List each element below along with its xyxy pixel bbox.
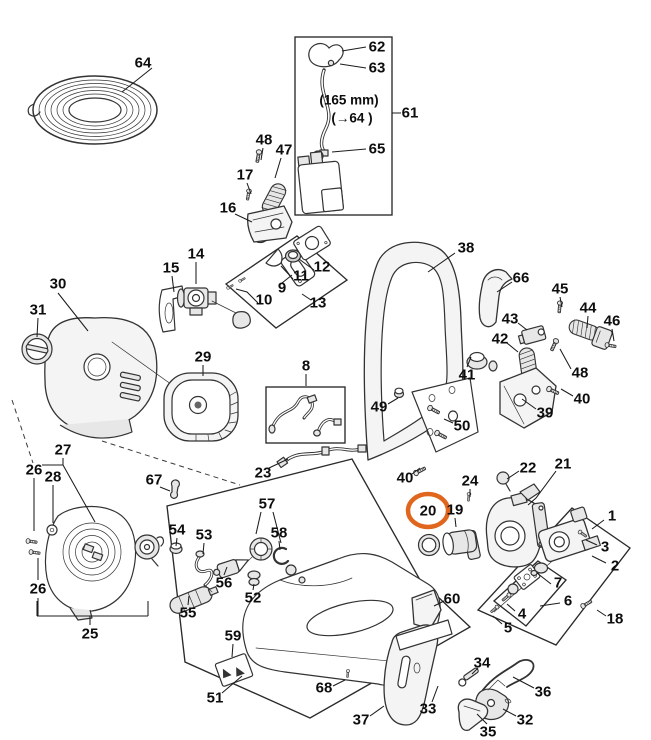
carburetor-1	[537, 506, 601, 562]
screw-5	[489, 603, 500, 614]
valve-56	[213, 559, 250, 579]
handlebar-38	[363, 241, 479, 477]
hose-53	[195, 555, 213, 586]
screw-26	[28, 548, 41, 557]
fuel-filter-55	[169, 586, 219, 614]
leader-lines	[33, 46, 615, 725]
screw-17	[244, 188, 253, 201]
washer-28	[46, 524, 58, 536]
hose-kit-box-8	[268, 394, 342, 437]
carb-gasket-box-13	[225, 225, 331, 291]
screw-10	[237, 276, 247, 284]
trigger-lever-35	[457, 698, 489, 732]
retainer-58	[272, 546, 290, 565]
intake-rings-group	[405, 491, 478, 557]
bar-mount-plate	[411, 377, 479, 453]
nipple-63	[327, 59, 335, 67]
engine-cover-group-30-31	[21, 317, 158, 439]
intake-boot-group	[244, 148, 293, 244]
fuel-line-coil-64	[27, 75, 158, 145]
cone-11	[265, 248, 283, 267]
fuel-hose-23	[276, 444, 367, 469]
screw-48	[548, 337, 560, 353]
choke-boot	[232, 311, 251, 329]
manifold-16	[246, 205, 293, 243]
air-filter-29	[111, 341, 239, 442]
rear-handle-33	[383, 624, 439, 726]
screw-40	[412, 465, 427, 477]
screw-48	[254, 148, 263, 164]
spacer-flange	[293, 225, 331, 261]
throttle-body-group-21	[463, 471, 551, 568]
throttle-rod-36	[479, 658, 535, 695]
screw-26	[25, 537, 38, 546]
label-plate-59	[214, 653, 254, 687]
knob-22	[496, 471, 510, 485]
ignition-module	[297, 151, 345, 215]
pin-34	[458, 667, 479, 687]
carburetor-group-14-15	[158, 285, 251, 333]
rear-handle-group	[383, 589, 535, 732]
av-mount-group-right	[466, 269, 617, 429]
highlight-ring	[405, 491, 451, 530]
dashed-lines	[11, 399, 241, 486]
screw-18	[579, 598, 594, 610]
primer-hose-module-group-61	[297, 43, 345, 215]
grommet-52	[247, 570, 261, 580]
bracket-39	[499, 367, 557, 429]
pump-knob-6	[507, 583, 519, 595]
mount-43	[517, 325, 547, 345]
primer-bulb-62	[308, 43, 344, 68]
starter-group-25	[25, 479, 181, 621]
grommet-67	[169, 479, 181, 499]
sleeve-19	[442, 529, 478, 556]
panel-60	[411, 589, 442, 630]
handle-molding-66	[478, 269, 513, 328]
